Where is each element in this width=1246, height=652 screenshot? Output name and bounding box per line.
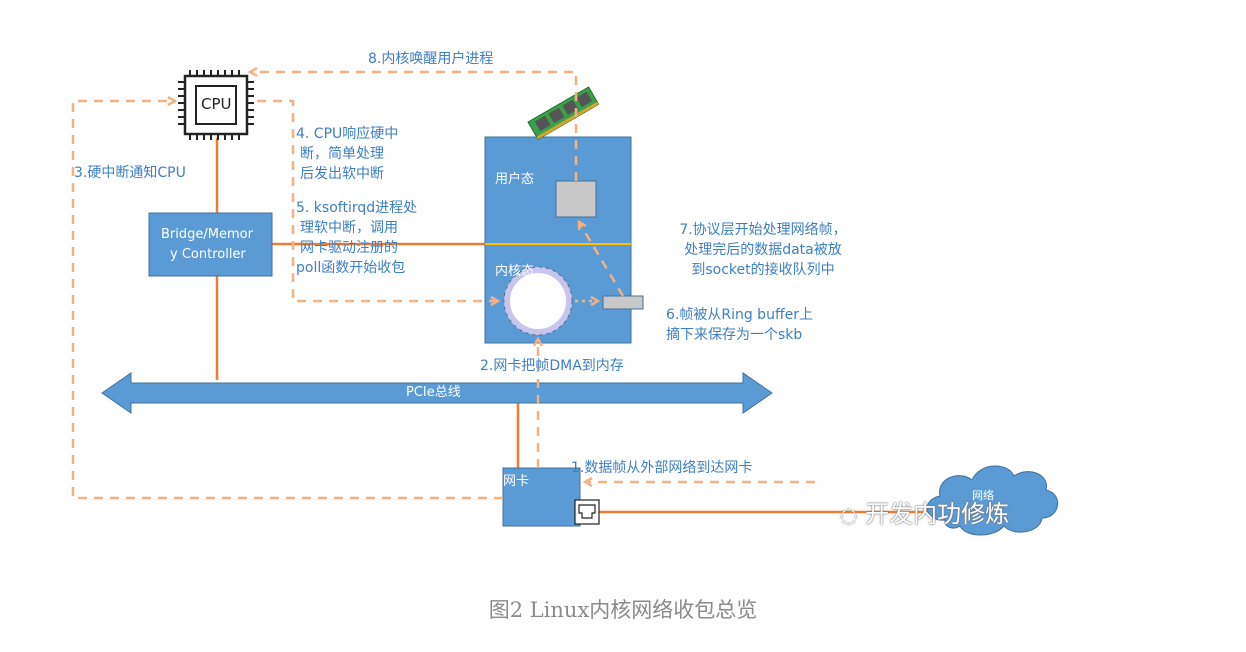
ram-module-icon — [527, 86, 600, 141]
step5-line: 5. ksoftirqd进程处 — [296, 200, 418, 216]
ethernet-port-icon — [574, 499, 600, 525]
step7-line: 到socket的接收队列中 — [691, 262, 835, 278]
step8-label: 8.内核唤醒用户进程 — [368, 51, 494, 67]
watermark-text: 开发内功修炼 — [865, 500, 1010, 528]
step5-line: poll函数开始收包 — [296, 260, 406, 276]
step4-line: 断，简单处理 — [300, 146, 384, 162]
step3-label: 3.硬中断通知CPU — [74, 165, 186, 181]
step4-label: 4. CPU响应硬中 断，简单处理 后发出软中断 — [296, 124, 398, 184]
step7-line: 7.协议层开始处理网络帧， — [679, 222, 847, 238]
bridge-label-line2: y Controller — [170, 247, 246, 262]
user-space-label: 用户态 — [495, 172, 535, 187]
step7-arrow — [579, 222, 625, 297]
cpu-chip-icon — [178, 70, 254, 140]
skb-buffer — [602, 295, 644, 310]
step3-arrow — [71, 101, 503, 500]
wechat-icon: ◌ — [840, 503, 858, 527]
ring-buffer-outline — [503, 266, 573, 336]
step6-line: 摘下来保存为一个skb — [666, 327, 803, 343]
step5-line: 理软中断，调用 — [300, 220, 398, 236]
step7-label: 7.协议层开始处理网络帧， 处理完后的数据data被放 到socket的接收队列… — [658, 220, 868, 280]
step5-line: 网卡驱动注册的 — [300, 240, 398, 256]
bridge-label-line1: Bridge/Memor — [161, 227, 253, 242]
network-label: 网络 — [972, 489, 994, 502]
step6-label: 6.帧被从Ring buffer上 摘下来保存为一个skb — [666, 305, 813, 345]
ring-buffer — [504, 267, 572, 335]
step4-line: 后发出软中断 — [300, 166, 384, 182]
watermark: ◌ 开发内功修炼 — [840, 494, 1009, 529]
step7-line: 处理完后的数据data被放 — [684, 242, 842, 258]
step6-line: 6.帧被从Ring buffer上 — [666, 307, 813, 323]
nic-label: 网卡 — [503, 474, 530, 489]
step4-line: 4. CPU响应硬中 — [296, 126, 399, 142]
cpu-label: CPU — [201, 95, 232, 113]
figure-caption: 图2 Linux内核网络收包总览 — [488, 598, 758, 622]
step5-label: 5. ksoftirqd进程处 理软中断，调用 网卡驱动注册的 poll函数开始… — [296, 198, 417, 278]
nic-box — [502, 467, 581, 527]
kernel-space-label: 内核态 — [495, 264, 535, 279]
step5-arrow — [257, 99, 498, 301]
user-socket-buffer — [555, 180, 597, 218]
step8-arrow — [250, 72, 578, 181]
bridge-memory-controller-box — [148, 212, 273, 277]
step1-label: 1.数据帧从外部网络到达网卡 — [571, 460, 753, 476]
pcie-bus-label: PCIe总线 — [406, 385, 461, 400]
pcie-bus — [101, 372, 773, 414]
network-cloud-icon — [927, 465, 1058, 536]
step2-label: 2.网卡把帧DMA到内存 — [480, 358, 624, 374]
